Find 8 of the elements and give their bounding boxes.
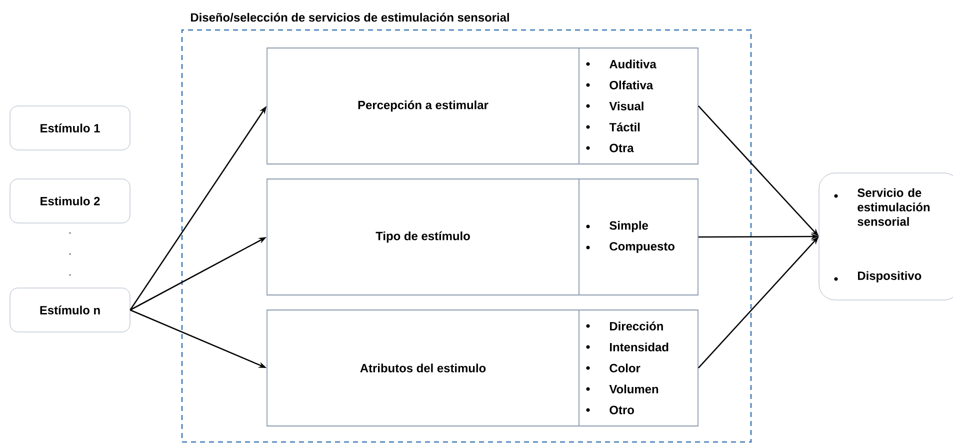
rounded-box: Estímulo 1 (10, 106, 130, 150)
bullet-list-box: Auditiva Olfativa Visual Táctil Otra (578, 48, 698, 164)
group-title: Diseño/selección de servicios de estimulación sensorial (191, 12, 509, 22)
rounded-box: Estimulo 2 (10, 178, 130, 224)
rounded-box: Estímulo n (10, 288, 130, 332)
rounded-box: Servicio de estimulación sensorial Dispositivo (818, 172, 953, 300)
bullet-list-box: Simple Compuesto (578, 178, 698, 296)
bullet-list-box: Dirección Intensidad Color Volumen Otro (578, 310, 698, 426)
